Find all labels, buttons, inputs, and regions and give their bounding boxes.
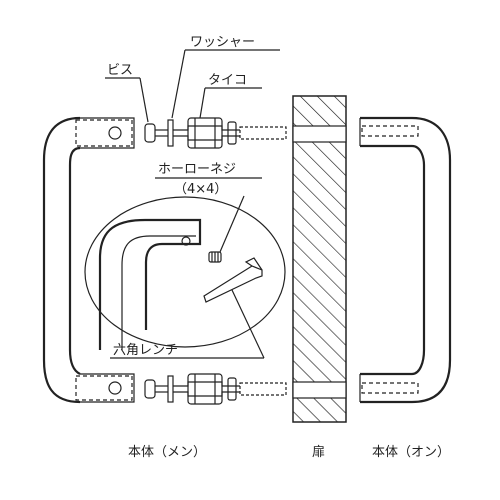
label-set-screw: ホーローネジ — [158, 162, 236, 177]
label-spacer: タイコ — [208, 73, 247, 88]
lower-screw-assembly — [144, 373, 287, 405]
body-female-handle — [359, 116, 452, 404]
spacer-upper — [187, 117, 223, 149]
screw-head-lower — [144, 379, 156, 399]
detail-magnifier — [84, 196, 286, 350]
leader-lines — [105, 49, 280, 359]
screw-head-upper — [144, 123, 156, 143]
label-body-female: 本体（オン） — [372, 445, 450, 460]
washer-lower — [167, 375, 174, 403]
label-set-screw-size: （4×4） — [174, 182, 227, 197]
washer-upper — [167, 119, 174, 147]
set-screw-detail — [208, 251, 222, 263]
label-body-male: 本体（メン） — [128, 445, 206, 460]
label-door: 扉 — [312, 444, 325, 460]
label-washer: ワッシャー — [190, 35, 255, 50]
door-section — [292, 95, 347, 423]
body-male-handle — [42, 116, 135, 404]
spacer-lower — [187, 373, 223, 405]
label-hex-wrench: 六角レンチ — [113, 343, 178, 358]
label-screw: ビス — [107, 63, 133, 78]
hex-wrench-detail — [203, 257, 263, 303]
upper-screw-assembly — [144, 117, 287, 149]
